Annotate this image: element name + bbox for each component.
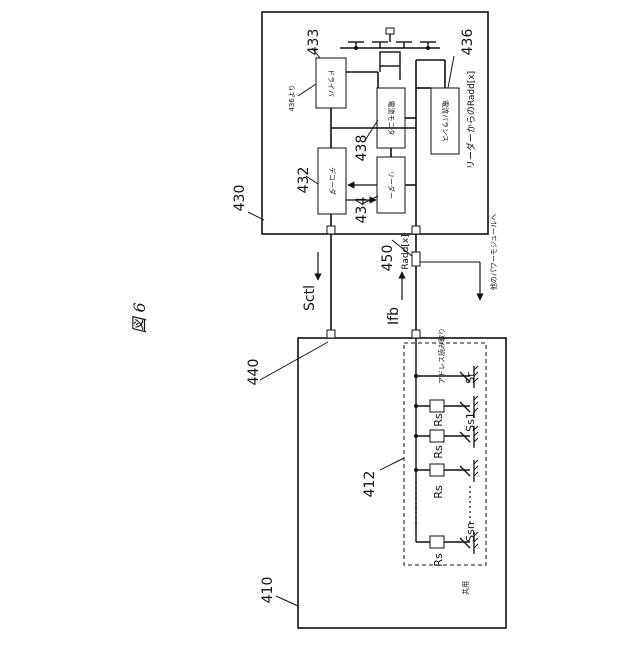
signal-sctl: Sctl <box>302 285 318 311</box>
label-sr: Sr <box>464 372 477 384</box>
node-2 <box>414 434 418 438</box>
signal-ifb: Ifb <box>386 307 402 325</box>
leader-lines <box>248 48 454 606</box>
resistor-rs-2 <box>430 430 444 442</box>
ref-434: 434 <box>354 197 370 224</box>
ref-440: 440 <box>246 359 262 386</box>
terminal-sctl-top <box>327 226 335 234</box>
label-rs-3: Rs <box>432 485 445 499</box>
label-rs-1: Rs <box>432 413 445 427</box>
node-1 <box>414 404 418 408</box>
label-ssn: Ssn <box>464 522 477 542</box>
signal-radd: Radd[x] <box>401 234 411 269</box>
current-monitor-label: 電流モニタ <box>387 101 396 136</box>
ref-412: 412 <box>362 471 378 498</box>
resistor-rs-1 <box>430 400 444 412</box>
ref-432: 432 <box>296 167 312 194</box>
terminal-sctl-bottom <box>327 330 335 338</box>
driver-label: ドライバ <box>327 69 335 97</box>
terminal-ifb-bottom <box>412 330 420 338</box>
label-ss1: Ss1 <box>464 412 477 432</box>
resistor-rs-3 <box>430 464 444 476</box>
reader-label: リーダー <box>387 171 396 199</box>
signal-address-read: アドレス読み取り <box>437 328 446 384</box>
signal-from-leader: リーダーからのRadd[x] <box>465 71 477 169</box>
figure-title: 図 6 <box>130 302 149 333</box>
terminal-ifb-top <box>412 226 420 234</box>
ground-ticks <box>474 366 478 548</box>
resistor-rs-n <box>430 536 444 548</box>
ref-450: 450 <box>380 245 396 272</box>
signal-from-436: 436より <box>288 84 296 111</box>
node-4 <box>414 374 418 378</box>
signal-to-other-modules: 他のパワーモジュールへ <box>489 214 498 291</box>
ref-433: 433 <box>306 29 322 56</box>
label-rs-n: Rs <box>432 553 445 567</box>
ref-430: 430 <box>232 185 248 212</box>
current-balance-label: 電流バランス <box>441 100 450 142</box>
bridge-node-left <box>354 46 358 50</box>
resistor-radd <box>412 252 420 266</box>
signal-common: 共用 <box>461 581 470 595</box>
bridge-terminal <box>386 28 394 34</box>
decoder-label: デコーダ <box>328 167 337 195</box>
node-3 <box>414 468 418 472</box>
ref-410: 410 <box>260 577 276 604</box>
label-rs-2: Rs <box>432 445 445 459</box>
ref-436: 436 <box>460 29 476 56</box>
ref-438: 438 <box>354 135 370 162</box>
bridge-node-right <box>426 46 430 50</box>
